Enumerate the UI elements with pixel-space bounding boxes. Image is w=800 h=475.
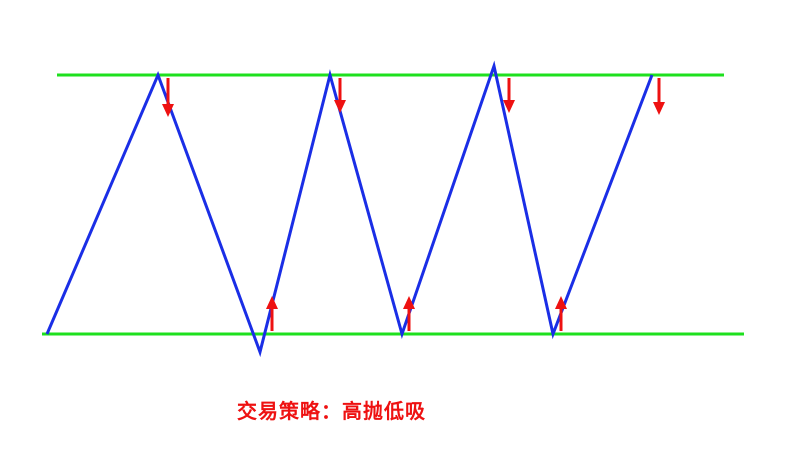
down-arrow-icon [334,78,346,113]
up-arrow-icon [266,296,278,331]
strategy-caption: 交易策略：高抛低吸 [237,399,426,423]
up-arrow-icon [403,296,415,331]
zigzag-price-path [45,60,654,358]
up-arrow-icon [555,296,567,331]
down-arrow-icon [162,78,174,117]
down-arrow-icon [503,78,515,113]
down-arrow-icon [653,78,665,115]
